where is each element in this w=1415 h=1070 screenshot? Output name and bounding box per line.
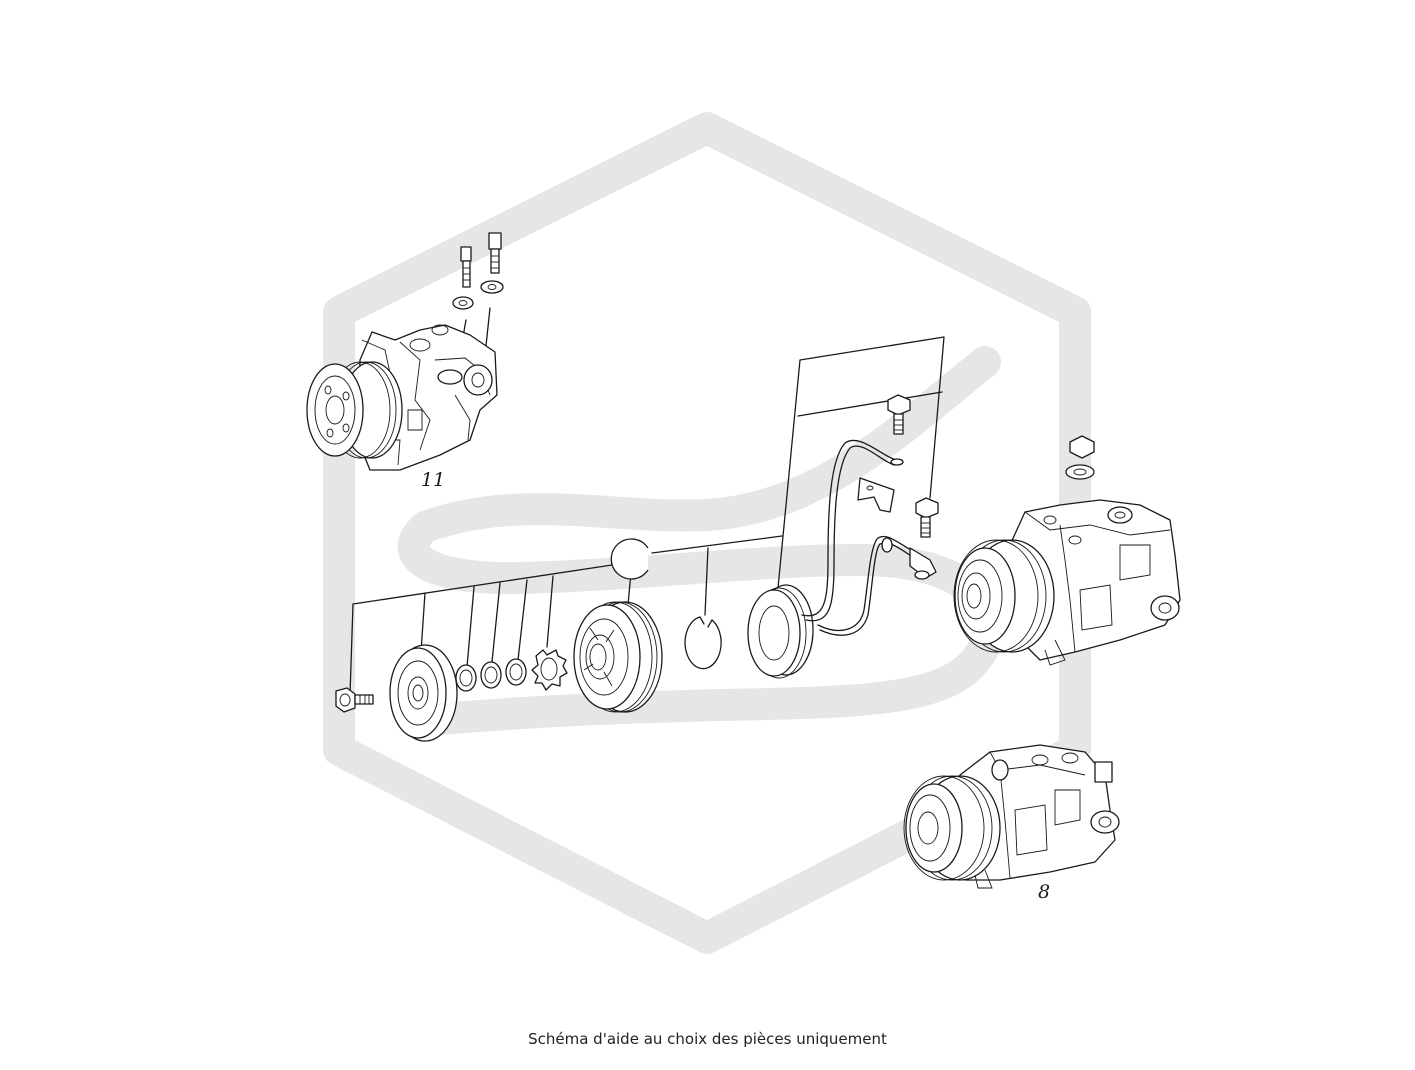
shim-1-inner <box>459 669 473 687</box>
callout-8: 8 <box>1038 881 1050 903</box>
shim-3-inner <box>509 663 523 681</box>
compressor-8 <box>903 744 1120 889</box>
circlip-tab <box>699 616 713 628</box>
wiring-harness <box>801 439 937 636</box>
mounting-bracket <box>857 477 895 513</box>
magnetic-coil <box>747 584 814 679</box>
shim-2 <box>480 661 502 689</box>
shim-3 <box>505 658 527 686</box>
leader-lines <box>349 307 945 696</box>
clutch-plate <box>389 644 458 742</box>
compressor-11 <box>306 232 504 471</box>
diagram-caption: Schéma d'aide au choix des pièces unique… <box>528 1030 887 1048</box>
hex-bolt <box>335 687 374 713</box>
shim-1 <box>455 664 477 692</box>
shim-2-inner <box>484 666 498 684</box>
snap-ring <box>531 649 568 691</box>
bolt-lower <box>915 497 939 538</box>
pulley <box>573 601 663 713</box>
compressor-right <box>953 435 1181 666</box>
bracket-hole <box>866 485 874 491</box>
bolt-upper <box>887 394 911 435</box>
circlip <box>684 616 722 670</box>
callout-11: 11 <box>421 469 445 491</box>
circle-marker <box>610 538 649 580</box>
